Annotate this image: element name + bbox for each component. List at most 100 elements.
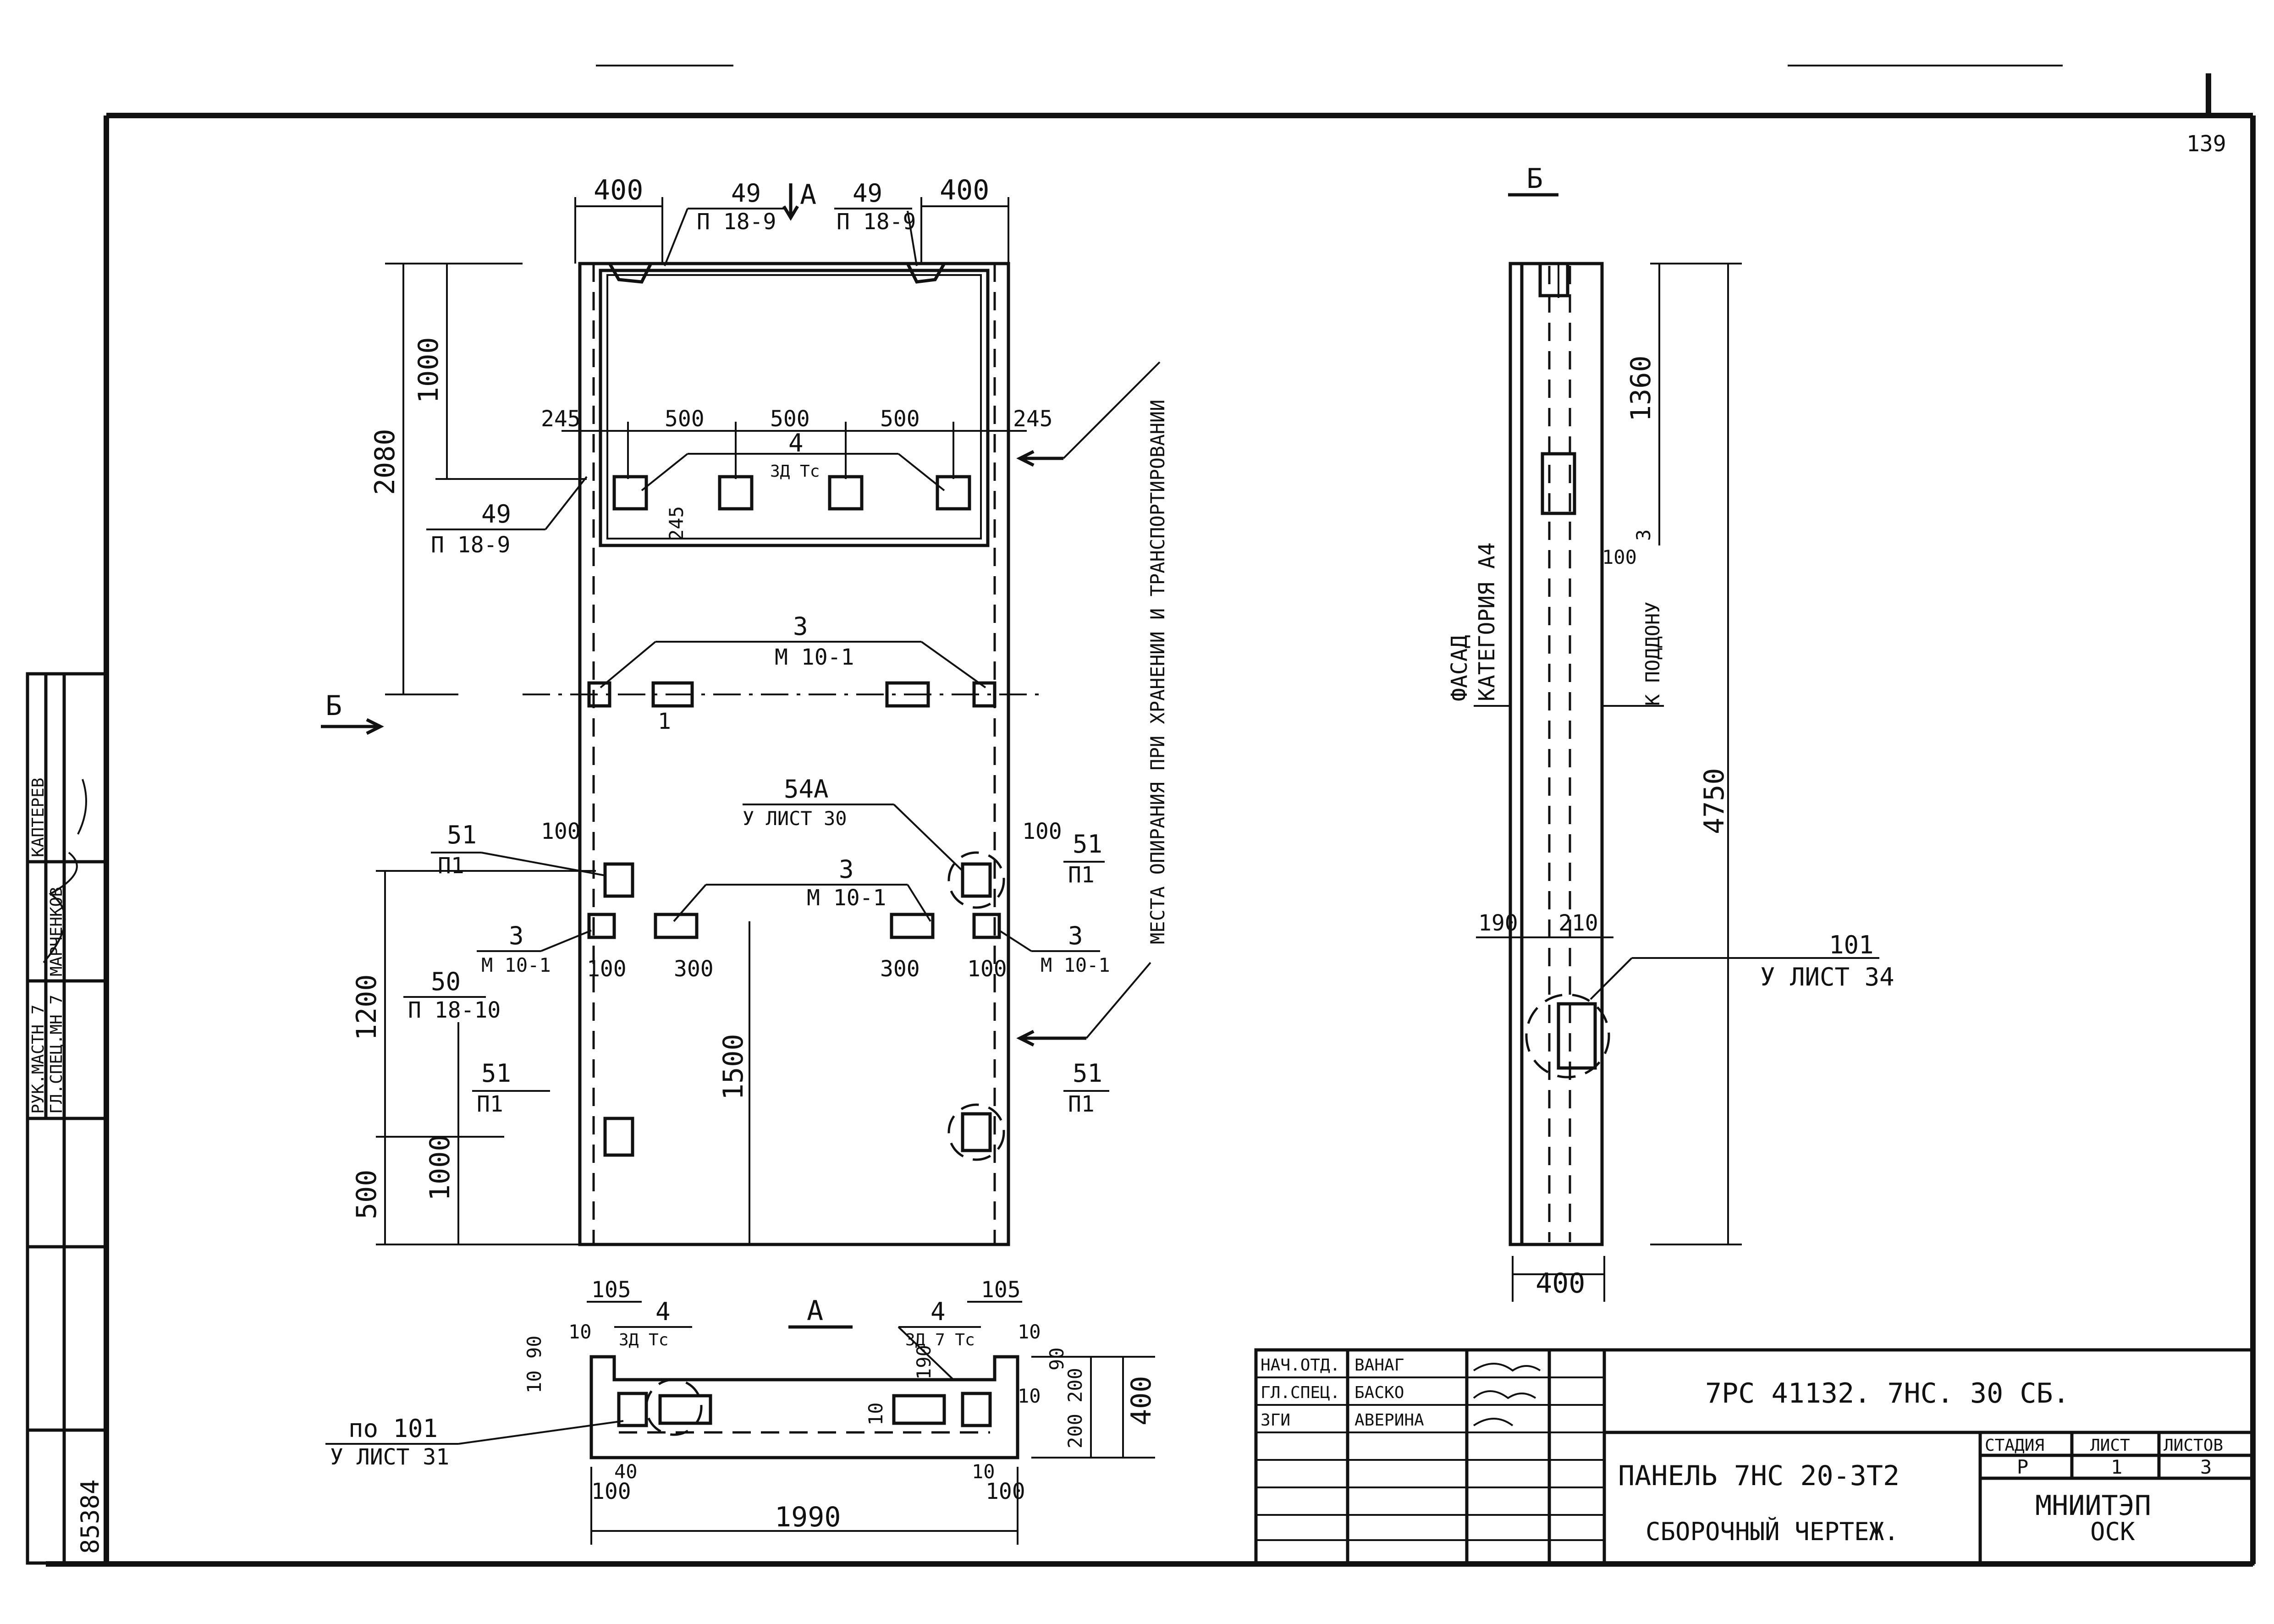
mark-50-num: 50 — [431, 967, 461, 996]
sec-mark-101-code: У ЛИСТ 31 — [330, 1444, 449, 1470]
name-3: АВЕРИНА — [1354, 1411, 1424, 1430]
sec-mark-4-right-code: ЗД 7 Тс — [905, 1331, 975, 1349]
dim-100-d: 100 — [967, 956, 1007, 982]
signature-1 — [43, 852, 78, 963]
mark-top-right-num: 49 — [853, 179, 882, 208]
sheets-header: ЛИСТОВ — [2164, 1436, 2223, 1455]
dim-2080: 2080 — [369, 429, 401, 495]
sec-dim-10-right: 10 — [1018, 1321, 1041, 1343]
mark-51-a-num: 51 — [447, 820, 477, 849]
mark-3-right-code: М 10-1 — [1041, 954, 1110, 976]
stage-value: Р — [2017, 1456, 2028, 1478]
front-view: 400 400 49 П 18-9 49 П 18-9 А 2080 1000 … — [321, 174, 1169, 1246]
mark-51-d-code: П1 — [1068, 1091, 1095, 1117]
sec-dim-10-90: 10 90 — [523, 1336, 545, 1393]
mark-4-code: ЗД Тс — [770, 462, 820, 481]
dim-300-b: 300 — [880, 956, 920, 982]
sec-mark-4-right-num: 4 — [931, 1297, 946, 1326]
sec-dim-90: 90 — [1046, 1347, 1068, 1371]
sec-mark-4-left-code: ЗД Тс — [619, 1331, 668, 1349]
section-mark-a: А — [800, 179, 816, 211]
org-subdivision: ОСК — [2090, 1517, 2135, 1546]
mark-3-left-num: 3 — [509, 921, 524, 950]
sec-mark-101-num: по 101 — [348, 1414, 438, 1443]
dim-top-left: 400 — [594, 174, 643, 206]
side-dim-3: 3 — [1632, 529, 1655, 541]
sec-dim-105-left: 105 — [591, 1277, 631, 1303]
mark-3-upper-code: М 10-1 — [775, 644, 854, 670]
dim-100-a: 100 — [541, 819, 581, 844]
mark-49-left-code: П 18-9 — [431, 532, 510, 558]
dim-245-right: 245 — [1013, 406, 1053, 432]
doc-code: 7РС 41132. 7НС. 30 СБ. — [1705, 1377, 2070, 1409]
dim-100-c: 100 — [587, 956, 627, 982]
side-dim-100: 100 — [1602, 546, 1637, 568]
sheets-value: 3 — [2200, 1456, 2212, 1478]
mark-54a-num: 54А — [784, 775, 829, 804]
dim-300-a: 300 — [674, 956, 714, 982]
mark-top-left-code: П 18-9 — [697, 209, 776, 235]
sheet-number: 139 — [2186, 131, 2226, 157]
mark-51-c-code: П1 — [477, 1091, 503, 1117]
side-dim-400: 400 — [1536, 1267, 1585, 1299]
mark-3-mid-code: М 10-1 — [807, 885, 886, 911]
title-block: НАЧ.ОТД. ГЛ.СПЕЦ. ЗГИ ВАНАГ БАСКО АВЕРИН… — [1254, 1348, 2255, 1566]
sheet-header: ЛИСТ — [2090, 1436, 2130, 1455]
section-a-label: А — [807, 1295, 823, 1327]
stage-header: СТАДИЯ — [1985, 1436, 2044, 1455]
sec-dim-10-side: 10 — [1018, 1385, 1041, 1407]
signature-ref-3 — [1473, 1418, 1514, 1426]
side-dim-210: 210 — [1558, 910, 1598, 936]
side-view-label: Б — [1526, 163, 1543, 195]
mark-top-left-num: 49 — [731, 179, 761, 208]
name-1: ВАНАГ — [1354, 1356, 1404, 1375]
side-dim-4750: 4750 — [1698, 768, 1730, 835]
side-dim-1360: 1360 — [1625, 356, 1657, 422]
sec-dim-40: 40 — [614, 1460, 638, 1483]
sheet-value: 1 — [2111, 1456, 2122, 1478]
archive-number: 85384 — [76, 1479, 105, 1554]
facade-label: ФАСАД — [1447, 635, 1472, 701]
dim-1500: 1500 — [717, 1034, 749, 1101]
dim-1000-bottom: 1000 — [424, 1135, 456, 1201]
mark-50-code: П 18-10 — [408, 997, 501, 1023]
dim-245-left: 245 — [541, 406, 581, 432]
sec-dim-200-b: 200 — [1064, 1414, 1086, 1448]
dim-245-vert: 245 — [665, 506, 688, 541]
mark-3-left-code: М 10-1 — [481, 954, 551, 976]
sec-dim-100-right: 100 — [986, 1479, 1025, 1504]
mark-1: 1 — [658, 709, 671, 734]
signature-ref-1 — [1473, 1363, 1541, 1372]
mark-51-b-num: 51 — [1073, 830, 1102, 859]
side-mark-101-num: 101 — [1829, 930, 1874, 959]
stamp-name-1: КАПТЕРЕВ — [29, 778, 48, 857]
sec-mark-4-left-num: 4 — [655, 1297, 671, 1326]
dim-top-right: 400 — [940, 174, 989, 206]
sec-dim-1990: 1990 — [775, 1501, 841, 1533]
side-dim-190: 190 — [1478, 910, 1518, 936]
category-label: КАТЕГОРИЯ А4 — [1474, 542, 1500, 701]
dim-500-c: 500 — [880, 406, 920, 432]
section-b-arrow-label: Б — [325, 690, 342, 722]
mark-51-b-code: П1 — [1068, 862, 1095, 888]
lifting-loop-right — [906, 263, 946, 284]
lifting-loop-left — [608, 263, 653, 284]
mark-51-c-num: 51 — [481, 1059, 511, 1088]
mark-3-mid-num: 3 — [839, 855, 854, 884]
role-2: ГЛ.СПЕЦ. — [1261, 1383, 1340, 1402]
sec-dim-10-left: 10 — [568, 1321, 592, 1343]
signature-ref-2 — [1473, 1390, 1536, 1399]
drawing-title: ПАНЕЛЬ 7НС 20-3Т2 — [1618, 1460, 1900, 1492]
left-stamp: РУК.МАСТН 7 ГЛ.СПЕЦ.МН 7 КАПТЕРЕВ МАРЧЕН… — [26, 672, 108, 1565]
sec-dim-105-right: 105 — [981, 1277, 1021, 1303]
sec-dim-200-a: 200 — [1064, 1368, 1086, 1403]
sec-dim-10-bottom: 10 — [972, 1460, 995, 1483]
dim-500-a: 500 — [665, 406, 705, 432]
role-3: ЗГИ — [1261, 1411, 1290, 1430]
support-note: МЕСТА ОПИРАНИЯ ПРИ ХРАНЕНИИ И ТРАНСПОРТИ… — [1146, 400, 1169, 944]
mark-top-right-code: П 18-9 — [837, 209, 916, 235]
signature-2 — [77, 779, 87, 835]
mark-49-left-num: 49 — [481, 500, 511, 528]
dim-1200: 1200 — [351, 974, 383, 1041]
